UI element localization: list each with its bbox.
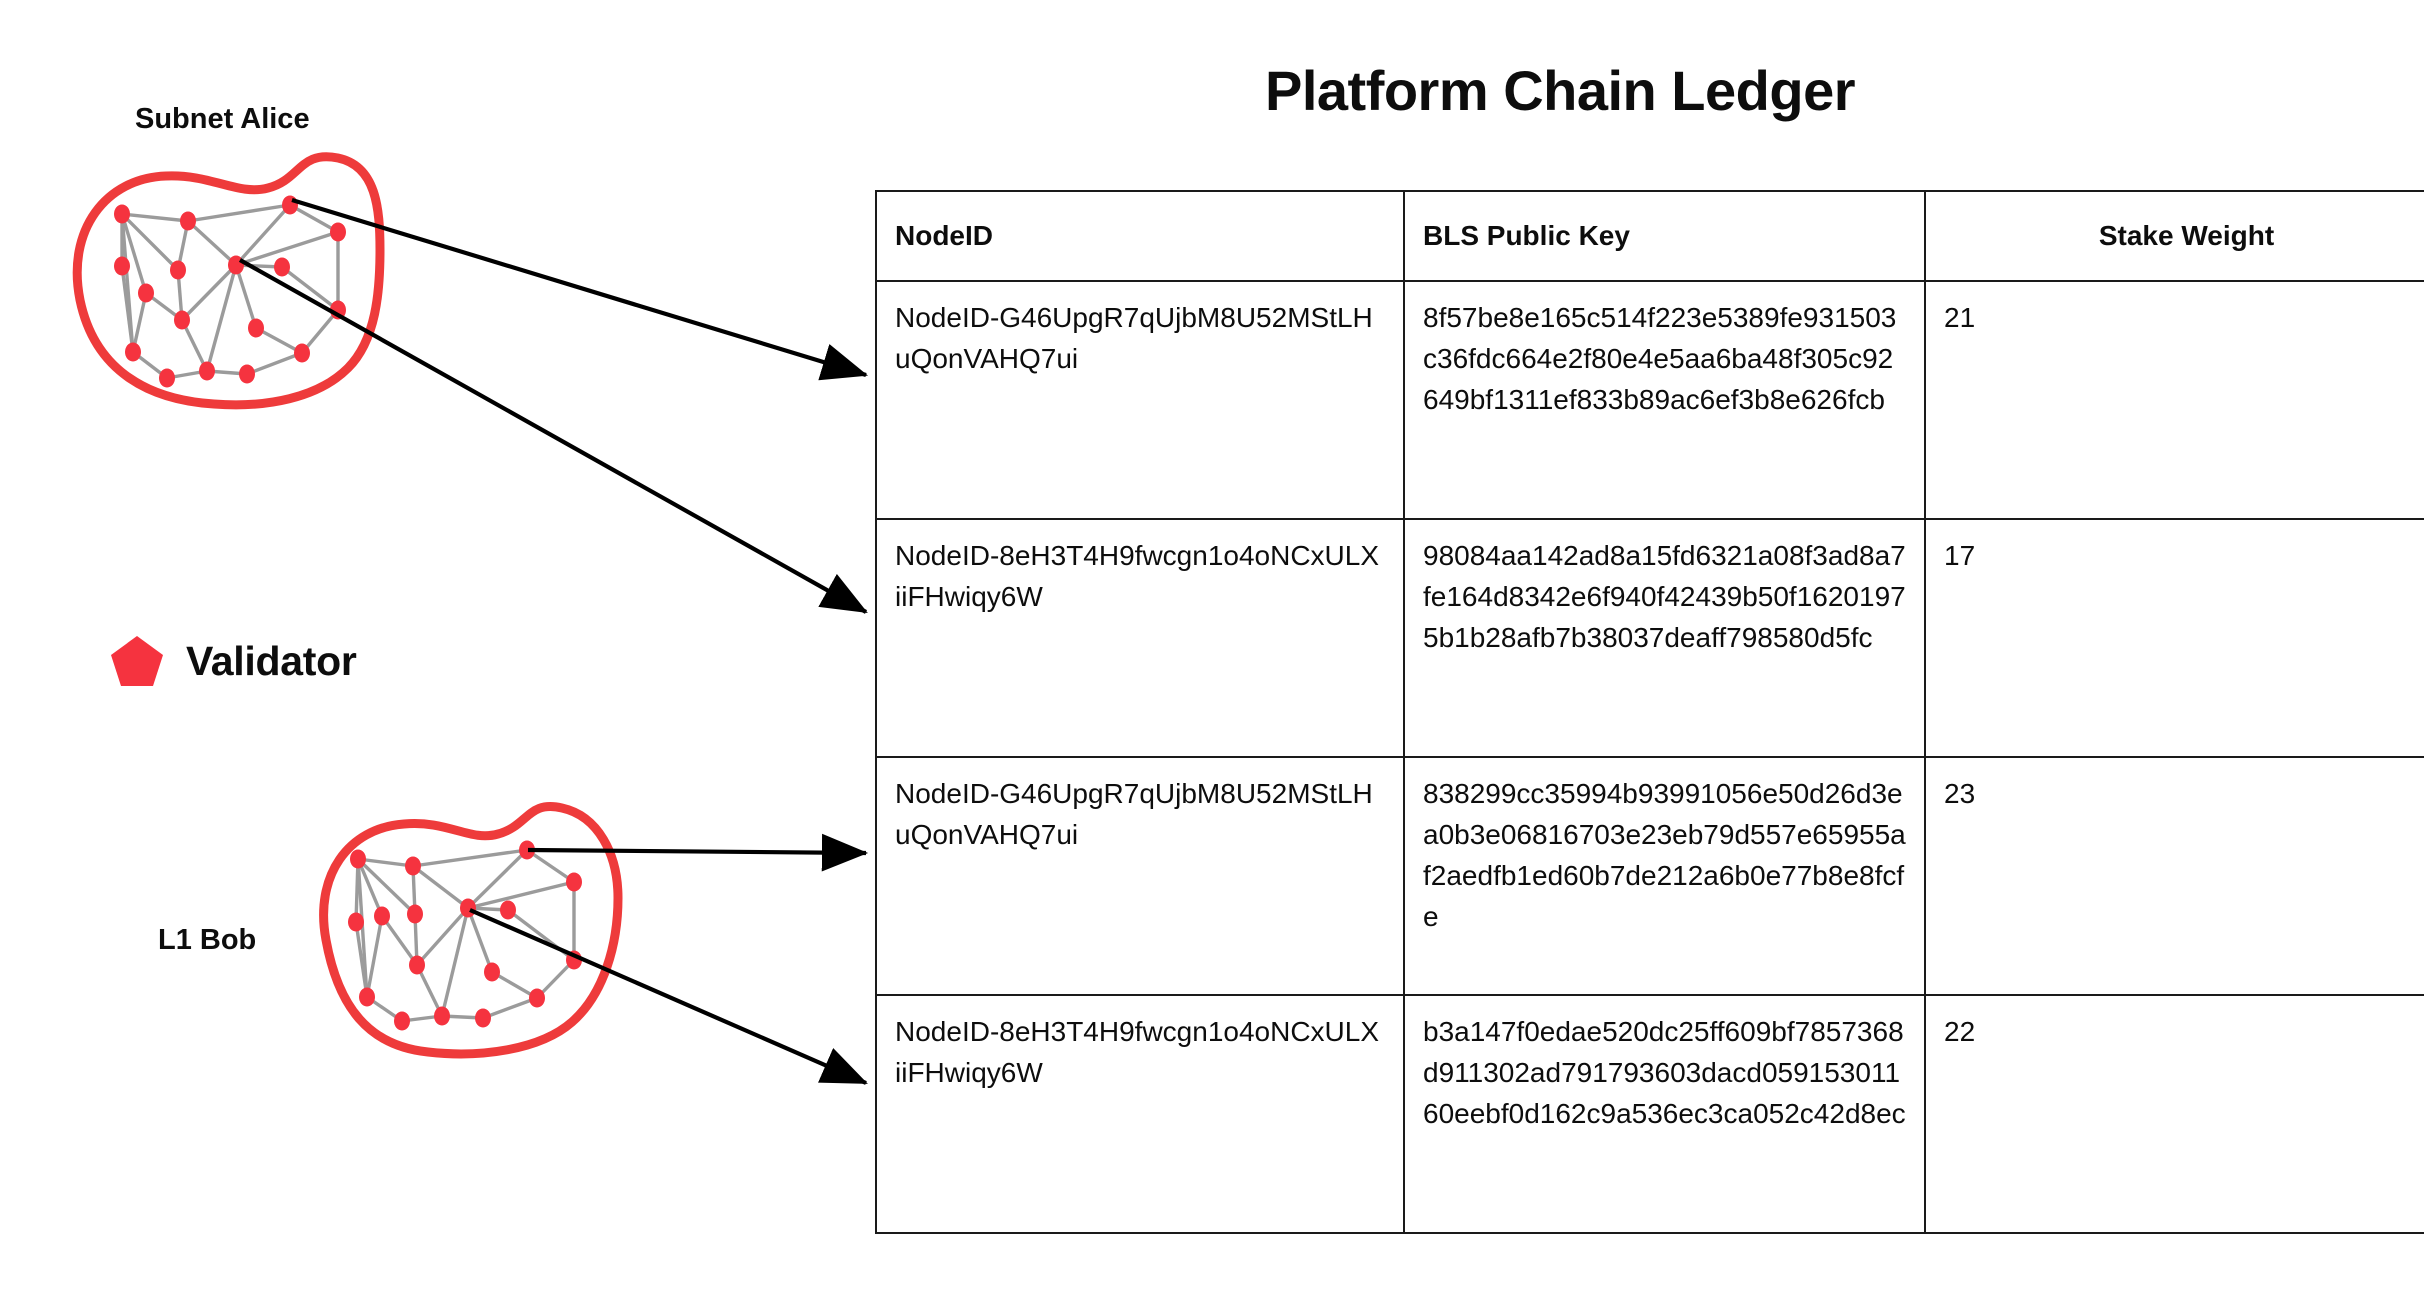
cell-bls-public-key: 838299cc35994b93991056e50d26d3ea0b3e0681…: [1403, 756, 1926, 996]
l1-bob-validators: [348, 840, 582, 1031]
l1-bob-blob: [319, 802, 623, 1059]
table-row: NodeID-8eH3T4H9fwcgn1o4oNCxULXiiFHwiqy6W…: [875, 518, 2424, 758]
cell-nodeid: NodeID-8eH3T4H9fwcgn1o4oNCxULXiiFHwiqy6W: [875, 994, 1405, 1234]
column-header-nodeid: NodeID: [875, 190, 1405, 282]
cell-stake-weight: 21: [1924, 280, 2424, 520]
table-row: NodeID-8eH3T4H9fwcgn1o4oNCxULXiiFHwiqy6W…: [875, 994, 2424, 1234]
platform-chain-ledger-table: NodeID BLS Public Key Stake Weight NodeI…: [875, 190, 2424, 1234]
cell-nodeid: NodeID-G46UpgR7qUjbM8U52MStLHuQonVAHQ7ui: [875, 756, 1405, 996]
cell-bls-public-key: 8f57be8e165c514f223e5389fe931503c36fdc66…: [1403, 280, 1926, 520]
arrow-alice-to-row2: [238, 258, 868, 614]
table-header-row: NodeID BLS Public Key Stake Weight: [875, 190, 2424, 282]
subnet-alice-blob: [72, 152, 385, 410]
legend: Validator: [110, 635, 357, 687]
cell-stake-weight: 23: [1924, 756, 2424, 996]
l1-bob-label: L1 Bob: [158, 924, 257, 956]
subnet-alice-validators: [114, 195, 346, 388]
subnet-alice-edges: [120, 203, 340, 380]
subnet-alice-label: Subnet Alice: [135, 103, 310, 135]
cell-bls-public-key: b3a147f0edae520dc25ff609bf7857368d911302…: [1403, 994, 1926, 1234]
cell-bls-public-key: 98084aa142ad8a15fd6321a08f3ad8a7fe164d83…: [1403, 518, 1926, 758]
table-row: NodeID-G46UpgR7qUjbM8U52MStLHuQonVAHQ7ui…: [875, 280, 2424, 520]
cell-stake-weight: 22: [1924, 994, 2424, 1234]
cell-nodeid: NodeID-8eH3T4H9fwcgn1o4oNCxULXiiFHwiqy6W: [875, 518, 1405, 758]
cell-nodeid: NodeID-G46UpgR7qUjbM8U52MStLHuQonVAHQ7ui: [875, 280, 1405, 520]
column-header-bls-public-key: BLS Public Key: [1403, 190, 1926, 282]
arrow-bob-to-row4: [469, 908, 868, 1085]
legend-label: Validator: [186, 637, 357, 684]
pentagon-icon: [111, 636, 163, 686]
arrow-alice-to-row1: [291, 197, 869, 381]
column-header-stake-weight: Stake Weight: [1924, 190, 2424, 282]
page-title: Platform Chain Ledger: [1264, 59, 1856, 122]
cell-stake-weight: 17: [1924, 518, 2424, 758]
table-row: NodeID-G46UpgR7qUjbM8U52MStLHuQonVAHQ7ui…: [875, 756, 2424, 996]
l1-bob-edges: [354, 848, 576, 1023]
arrow-bob-to-row3: [527, 833, 869, 872]
